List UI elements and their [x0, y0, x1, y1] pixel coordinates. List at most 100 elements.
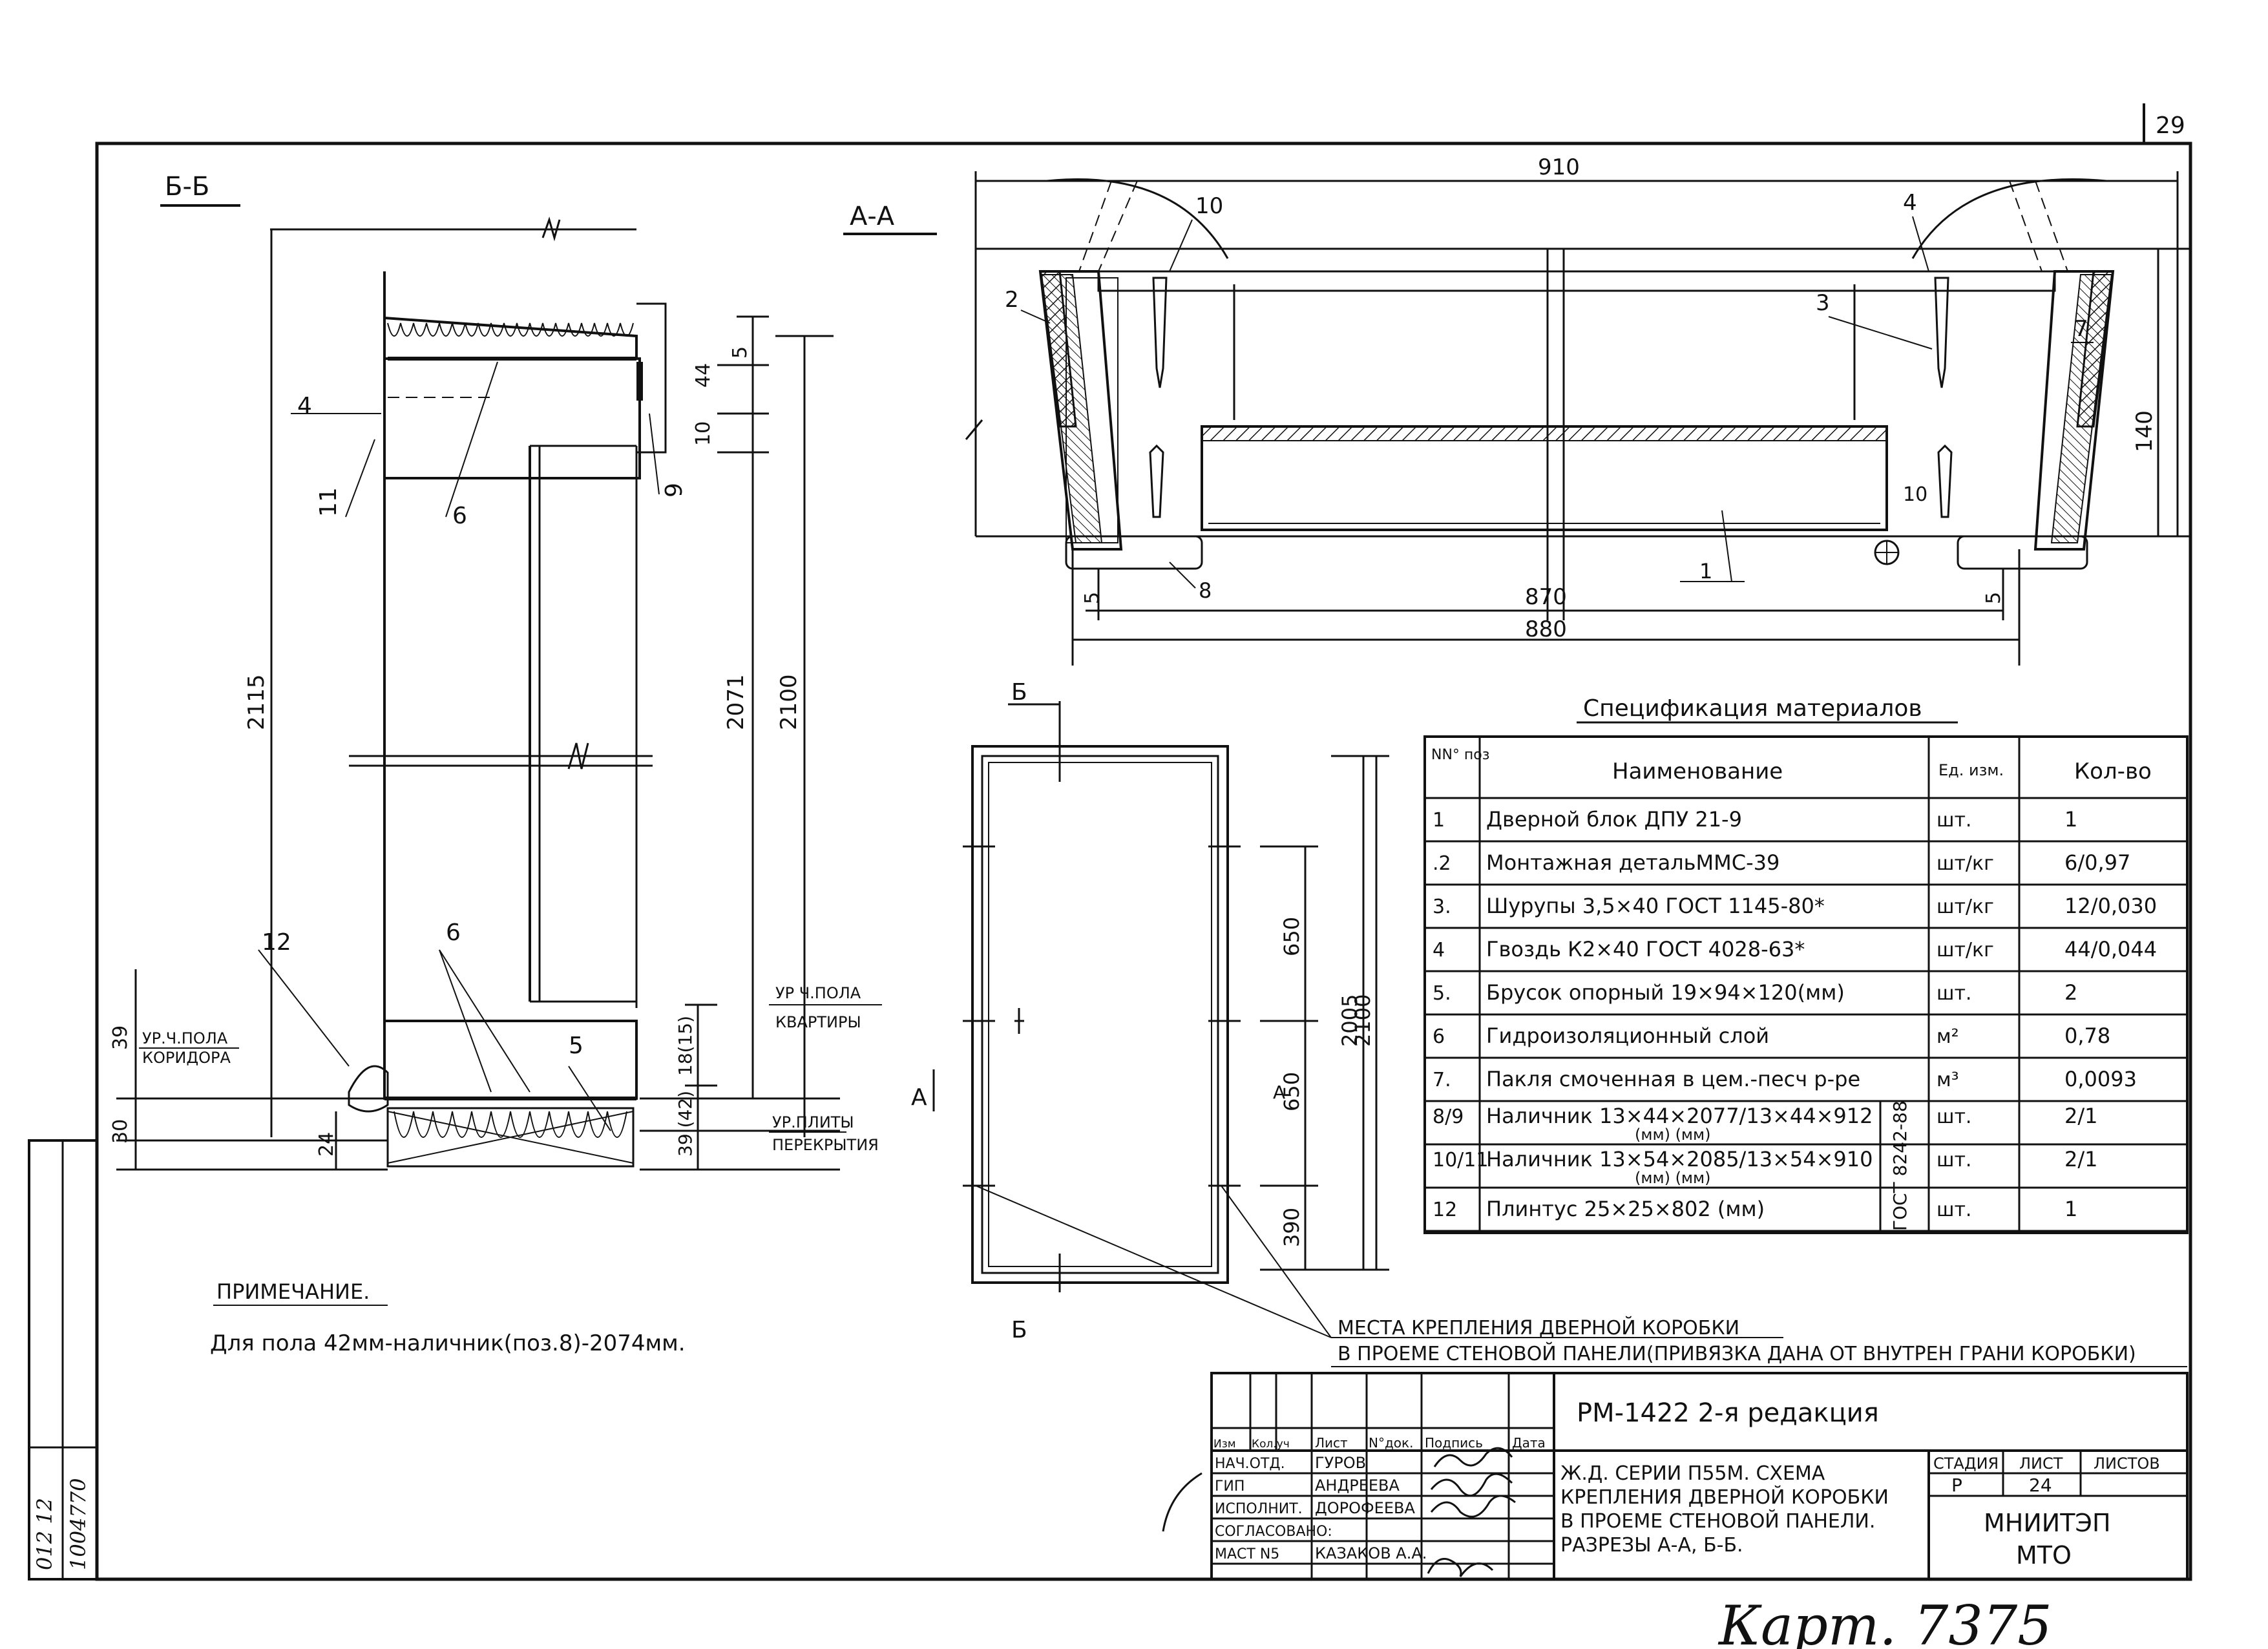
spec-row-unit: шт.: [1937, 982, 1971, 1005]
section-aa: А-А 910: [843, 154, 2190, 666]
bb-label-5: 5: [569, 1033, 583, 1059]
tb-person-role: ГИП: [1215, 1478, 1244, 1495]
spec-row-pos: 1: [1433, 809, 1445, 832]
tb-header-izm: Изм: [1213, 1438, 1236, 1451]
signature-gurov: [1433, 1447, 1513, 1467]
spec-row-name: Пакля смоченная в цем.-песч р-ре: [1486, 1067, 1860, 1091]
section-bb-title: Б-Б: [165, 172, 209, 202]
tb-sheets-label: ЛИСТОВ: [2094, 1455, 2160, 1473]
spec-row-pos: 12: [1433, 1199, 1457, 1221]
spec-row-qty: 44/0,044: [2064, 937, 2157, 961]
bb-dim-44: 44: [692, 363, 715, 388]
page-number: 29: [2156, 112, 2185, 139]
spec-row-unit: шт/кг: [1937, 939, 1994, 961]
tb-header-podp: Подпись: [1425, 1435, 1483, 1451]
spec-gost-note: ГОСТ 8242-88: [1889, 1100, 1911, 1231]
bb-dim-18: 18(15): [675, 1016, 696, 1076]
specification-table: Спецификация материалов NN° поз Наименов…: [1423, 695, 2189, 1234]
bb-label-6-bottom: 6: [446, 919, 461, 946]
aa-label-3: 3: [1816, 290, 1830, 316]
spec-row-unit: шт/кг: [1937, 852, 1994, 875]
spec-row-unit: шт/кг: [1937, 896, 1994, 918]
spec-row-qty: 0,0093: [2064, 1067, 2137, 1091]
bb-dim-2115: 2115: [244, 674, 269, 730]
spec-row-qty: 1: [2064, 1197, 2077, 1221]
spec-header-unit: Ед. изм.: [1938, 761, 2004, 779]
aa-dim-910: 910: [1538, 154, 1580, 180]
spec-row-pos: 8/9: [1433, 1106, 1464, 1128]
spec-row-unit: шт.: [1937, 809, 1971, 832]
tb-header-kol: Кол.уч: [1252, 1438, 1290, 1451]
spec-row-name-units: (мм) (мм): [1635, 1126, 1711, 1144]
title-block: РМ-1422 2-я редакция Изм Кол.уч Лист N°д…: [1162, 1372, 2189, 1581]
aa-dim-880: 880: [1525, 616, 1567, 642]
spec-row-qty: 2/1: [2064, 1147, 2098, 1171]
aa-label-2: 2: [1005, 287, 1019, 313]
tb-person-name: ГУРОВ: [1315, 1454, 1366, 1472]
bb-label-6-top: 6: [452, 503, 467, 529]
note-text: Для пола 42мм-наличник(поз.8)-2074мм.: [210, 1330, 686, 1356]
side-stamp-number: 1004770: [66, 1478, 90, 1570]
callout-line-1: МЕСТА КРЕПЛЕНИЯ ДВЕРНОЙ КОРОБКИ: [1338, 1316, 1739, 1339]
spec-row-name: Монтажная детальММС-39: [1486, 850, 1780, 875]
bb-dim-5: 5: [729, 346, 751, 359]
bb-label-9: 9: [661, 483, 688, 498]
spec-row-name: Дверной блок ДПУ 21-9: [1486, 807, 1742, 832]
section-aa-title: А-А: [850, 202, 895, 231]
spec-row-pos: 6: [1433, 1025, 1445, 1048]
signature-andreeva: [1430, 1473, 1513, 1497]
spec-row-pos: 4: [1433, 939, 1445, 961]
spec-row-name: Гидроизоляционный слой: [1486, 1024, 1769, 1048]
bb-dim-2071: 2071: [723, 674, 749, 730]
tb-sheet-label: ЛИСТ: [2019, 1455, 2063, 1473]
elev-dim-390: 390: [1279, 1208, 1304, 1247]
spec-row-unit: м³: [1937, 1069, 1959, 1091]
tb-stage-value: Р: [1951, 1475, 1962, 1496]
tb-person-name: ДОРОФЕЕВА: [1315, 1499, 1415, 1517]
aa-dim-140: 140: [2132, 410, 2158, 452]
spec-row-pos: 5.: [1433, 982, 1451, 1005]
tb-person-name: АНДРЕЕВА: [1315, 1476, 1400, 1495]
bb-dim-10: 10: [692, 421, 715, 446]
spec-row-name: Плинтус 25×25×802 (мм): [1486, 1197, 1765, 1221]
spec-row-name-units: (мм) (мм): [1635, 1169, 1711, 1187]
tb-description-1: Ж.Д. СЕРИИ П55М. СХЕМА: [1560, 1462, 1825, 1485]
aa-dim-5-right: 5: [1982, 592, 2005, 604]
spec-row-name: Наличник 13×44×2077/13×44×912: [1486, 1104, 1873, 1128]
side-stamp-code: 012 12: [32, 1498, 57, 1570]
elev-dim-2100: 2100: [1350, 994, 1375, 1047]
spec-row-unit: шт.: [1937, 1106, 1971, 1128]
aa-dim-5-left: 5: [1081, 592, 1104, 604]
elev-cut-b-top: Б: [1011, 679, 1027, 706]
spec-header-pos: NN° поз: [1431, 747, 1489, 763]
spec-row-pos: 3.: [1433, 896, 1451, 918]
tb-stage-label: СТАДИЯ: [1933, 1455, 1999, 1473]
spec-row-pos: 10/11: [1433, 1149, 1488, 1171]
elev-cut-a: А: [911, 1084, 927, 1111]
tb-person-role: НАЧ.ОТД.: [1215, 1456, 1285, 1472]
tb-org-line-2: МТО: [2016, 1541, 2072, 1570]
fastening-callout: МЕСТА КРЕПЛЕНИЯ ДВЕРНОЙ КОРОБКИ В ПРОЕМЕ…: [1331, 1316, 2187, 1367]
corridor-floor-label-2: КОРИДОРА: [142, 1049, 231, 1067]
note-title: ПРИМЕЧАНИЕ.: [216, 1279, 370, 1304]
tb-header-ndok: N°док.: [1369, 1435, 1413, 1451]
spec-header-name: Наименование: [1612, 759, 1783, 784]
sheet-frame: 29: [95, 103, 2192, 1581]
bb-dim-2100: 2100: [776, 674, 802, 730]
spec-row-pos: .2: [1433, 852, 1451, 875]
spec-row-qty: 6/0,97: [2064, 850, 2130, 875]
corridor-floor-label-1: УР.Ч.ПОЛА: [142, 1029, 228, 1047]
note-block: ПРИМЕЧАНИЕ. Для пола 42мм-наличник(поз.8…: [210, 1279, 686, 1356]
tb-description-2: КРЕПЛЕНИЯ ДВЕРНОЙ КОРОБКИ: [1560, 1486, 1889, 1509]
bb-dim-39: 39: [109, 1025, 132, 1050]
slab-level-label-1: УР.ПЛИТЫ: [772, 1113, 854, 1131]
section-bb: Б-Б: [109, 172, 882, 1171]
tb-description-4: РАЗРЕЗЫ А-А, Б-Б.: [1560, 1534, 1743, 1557]
aa-label-10-bottom: 10: [1903, 483, 1927, 506]
spec-row-pos: 7.: [1433, 1069, 1451, 1091]
bb-label-12: 12: [262, 929, 291, 956]
tb-header-data: Дата: [1512, 1435, 1546, 1451]
spec-header-qty: Кол-во: [2074, 759, 2152, 784]
aa-label-4: 4: [1903, 190, 1917, 216]
